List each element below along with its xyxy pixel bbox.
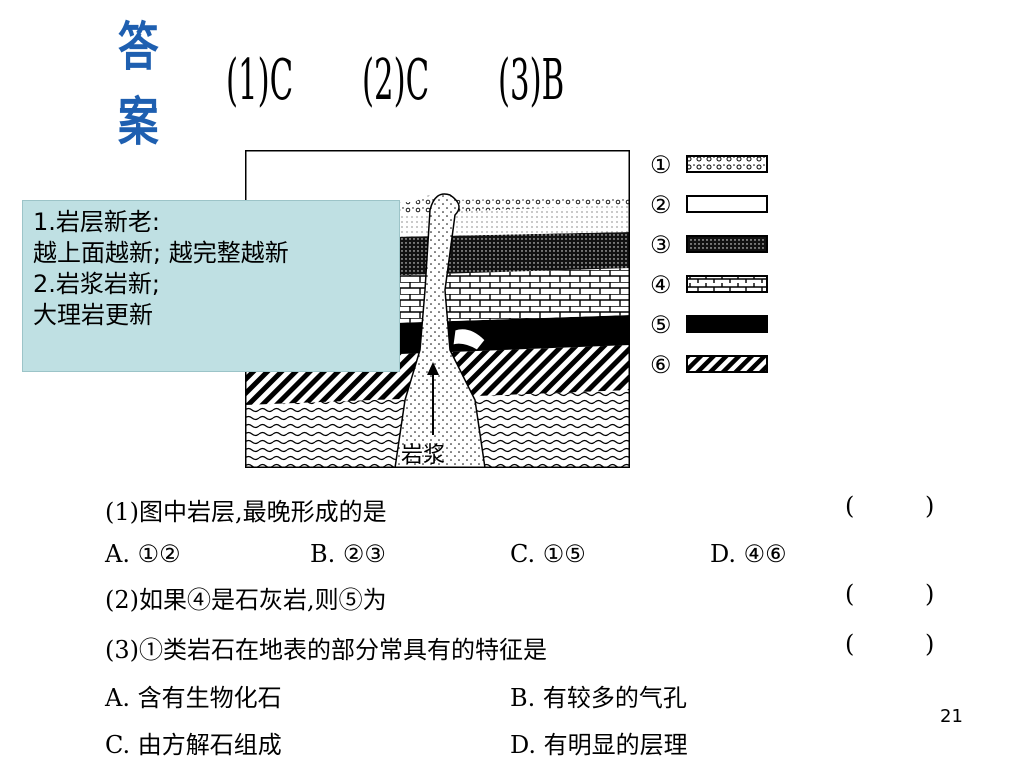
callout-line: 越上面越新; 越完整越新 bbox=[33, 239, 289, 267]
q3-option-a: A. 含有生物化石 bbox=[105, 684, 282, 712]
legend-num: ① bbox=[650, 151, 672, 179]
legend-num: ⑤ bbox=[650, 311, 672, 339]
answer-paren-close-1: ) bbox=[925, 492, 935, 520]
sand-pattern-swatch bbox=[686, 195, 768, 213]
callout-line: 2.岩浆岩新; bbox=[33, 270, 160, 298]
answer-paren-open-1: ( bbox=[845, 492, 855, 520]
question-2: (2)如果④是石灰岩,则⑤为 bbox=[105, 586, 387, 614]
q1-option-c: C. ①⑤ bbox=[510, 540, 586, 568]
magma-label: 岩浆 bbox=[401, 443, 445, 468]
question-1: (1)图中岩层,最晚形成的是 bbox=[105, 498, 387, 526]
answer-paren-open-3: ( bbox=[845, 630, 855, 658]
legend-num: ④ bbox=[650, 271, 672, 299]
legend-num: ③ bbox=[650, 231, 672, 259]
legend-item: ④ bbox=[650, 270, 770, 300]
hint-callout: 1.岩层新老: 越上面越新; 越完整越新 2.岩浆岩新; 大理岩更新 bbox=[22, 200, 400, 372]
gravel-pattern-swatch bbox=[686, 155, 768, 173]
answer-part-1: (1)C bbox=[226, 47, 294, 113]
legend-num: ② bbox=[650, 191, 672, 219]
page-number: 21 bbox=[940, 706, 963, 727]
legend-item: ① bbox=[650, 150, 770, 180]
callout-line: 大理岩更新 bbox=[33, 301, 153, 329]
solid-black-swatch bbox=[686, 315, 768, 333]
legend-item: ⑤ bbox=[650, 310, 770, 340]
q1-option-b: B. ②③ bbox=[310, 540, 386, 568]
rock-layer-legend: ① ② ③ ④ ⑤ ⑥ bbox=[650, 150, 770, 379]
q1-option-d: D. ④⑥ bbox=[710, 540, 787, 568]
answer-part-2: (2)C bbox=[362, 47, 430, 113]
answer-paren-close-2: ) bbox=[925, 580, 935, 608]
callout-line: 1.岩层新老: bbox=[33, 208, 160, 236]
question-3: (3)①类岩石在地表的部分常具有的特征是 bbox=[105, 636, 547, 664]
answer-paren-close-3: ) bbox=[925, 630, 935, 658]
brick-pattern-swatch bbox=[686, 275, 768, 293]
q1-option-a: A. ①② bbox=[105, 540, 181, 568]
answer-part-3: (3)B bbox=[498, 47, 565, 113]
legend-item: ② bbox=[650, 190, 770, 220]
answer-label: 答案 bbox=[118, 18, 159, 153]
answer-paren-open-2: ( bbox=[845, 580, 855, 608]
q3-option-b: B. 有较多的气孔 bbox=[510, 684, 687, 712]
q3-option-c: C. 由方解石组成 bbox=[105, 731, 282, 759]
legend-item: ③ bbox=[650, 230, 770, 260]
diagonal-hatch-swatch bbox=[686, 355, 768, 373]
q3-option-d: D. 有明显的层理 bbox=[510, 731, 688, 759]
legend-item: ⑥ bbox=[650, 350, 770, 380]
dense-dot-pattern-swatch bbox=[686, 235, 768, 253]
legend-num: ⑥ bbox=[650, 351, 672, 379]
answer-heading: 答案 (1)C (2)C (3)B bbox=[118, 18, 608, 153]
